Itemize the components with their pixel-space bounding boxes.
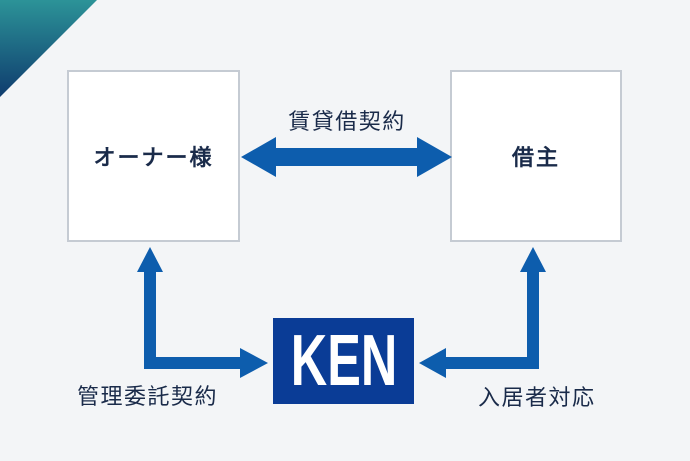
residents-support-label: 入居者対応	[478, 385, 596, 410]
owner-node: オーナー様	[67, 70, 240, 242]
management-contract-label: 管理委託契約	[77, 384, 219, 409]
ken-logo: KEN	[273, 318, 414, 404]
lease-double-arrow-icon	[241, 137, 452, 177]
tenant-node-label: 借主	[511, 145, 560, 170]
lease-contract-label: 賃貸借契約	[288, 109, 406, 134]
owner-node-label: オーナー様	[93, 145, 214, 170]
tenant-node: 借主	[450, 70, 622, 242]
ken-logo-text: KEN	[290, 321, 397, 401]
residents-elbow-arrow-icon	[419, 247, 546, 378]
management-elbow-arrow-icon	[137, 247, 268, 378]
